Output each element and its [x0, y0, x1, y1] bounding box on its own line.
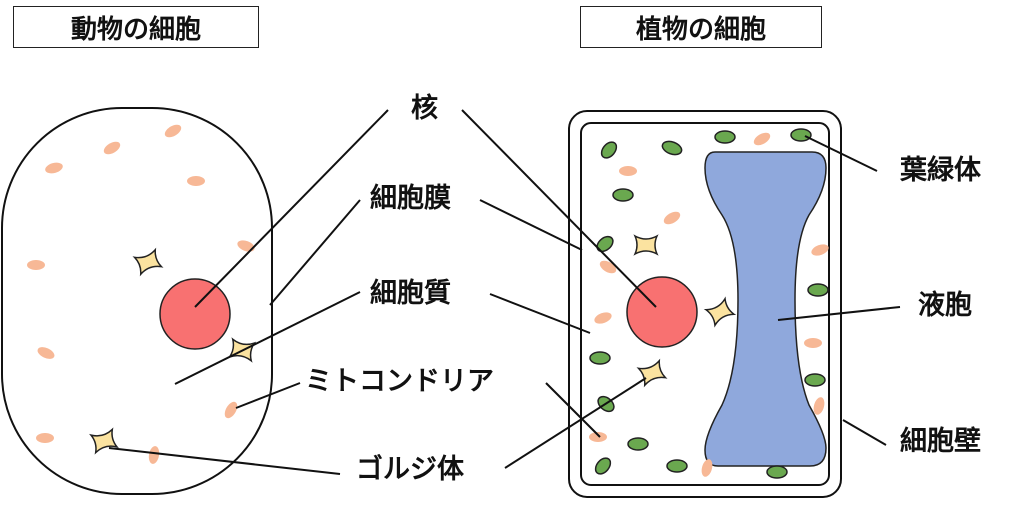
chloroplast	[612, 188, 634, 202]
label-nucleus: 核	[411, 93, 438, 124]
mitochondrion	[148, 446, 160, 464]
chloroplast	[594, 457, 612, 475]
cytoplasm-leader-plant	[489, 293, 591, 334]
mitochondrion	[619, 166, 637, 176]
mitochondrion	[37, 347, 55, 359]
mitochondrion	[589, 432, 607, 442]
membrane-leader-animal	[269, 199, 361, 306]
mitochondrion	[187, 176, 205, 186]
golgi-body	[634, 235, 658, 255]
animal-cell-title: 動物の細胞	[13, 6, 259, 48]
animal-mitochondria-group	[27, 124, 255, 464]
label-chloroplast: 葉緑体	[900, 155, 981, 186]
golgi-leader-plant	[504, 377, 647, 469]
plant-mitochondria-group	[589, 132, 829, 477]
mitochondrion	[45, 162, 63, 174]
mitochondrion	[103, 141, 121, 155]
mitochondrion	[701, 459, 713, 477]
mitochondria-leader-animal	[235, 382, 301, 409]
mitochondrion	[753, 132, 771, 146]
chloroplast	[804, 373, 826, 387]
chloroplast	[596, 235, 614, 253]
label-mitochondria: ミトコンドリア	[305, 366, 494, 397]
chloroplast	[766, 465, 788, 479]
mitochondrion	[224, 401, 238, 419]
leader-lines	[108, 109, 901, 475]
animal-nucleus	[159, 278, 231, 350]
mitochondrion	[663, 211, 681, 225]
chloroplast	[714, 130, 736, 144]
membrane-leader-plant	[479, 199, 583, 251]
label-golgi: ゴルジ体	[356, 454, 464, 485]
chloroplast	[807, 283, 829, 297]
plant-cell-title: 植物の細胞	[580, 6, 822, 48]
mitochondrion	[594, 312, 612, 324]
vacuole-leader	[777, 306, 901, 321]
mitochondrion	[164, 124, 182, 138]
golgi-leader-animal	[108, 447, 341, 475]
mitochondria-leader-plant	[545, 382, 601, 438]
label-cell-membrane: 細胞膜	[370, 183, 451, 214]
label-cell-wall: 細胞壁	[900, 426, 981, 457]
label-cytoplasm: 細胞質	[370, 278, 451, 309]
label-vacuole: 液胞	[918, 290, 972, 321]
mitochondrion	[27, 260, 45, 270]
animal-cell-membrane	[1, 107, 273, 495]
mitochondrion	[599, 260, 617, 274]
chloroplast	[661, 140, 683, 156]
cell-wall-leader	[842, 419, 887, 446]
mitochondrion	[237, 240, 255, 252]
mitochondrion	[813, 397, 825, 415]
chloroplast	[627, 437, 649, 451]
chloroplast	[600, 141, 618, 159]
chloroplast	[589, 351, 611, 365]
mitochondrion	[804, 338, 822, 348]
chloroplast-leader	[804, 135, 878, 172]
nucleus-leader-animal	[194, 109, 389, 308]
plant-chloroplast-group	[589, 128, 829, 479]
chloroplast	[790, 128, 812, 142]
vacuole	[704, 151, 827, 467]
nucleus-leader-plant	[461, 109, 657, 308]
cytoplasm-leader-animal	[174, 291, 361, 385]
mitochondrion	[811, 244, 829, 256]
mitochondrion	[36, 433, 54, 443]
chloroplast	[666, 459, 688, 473]
